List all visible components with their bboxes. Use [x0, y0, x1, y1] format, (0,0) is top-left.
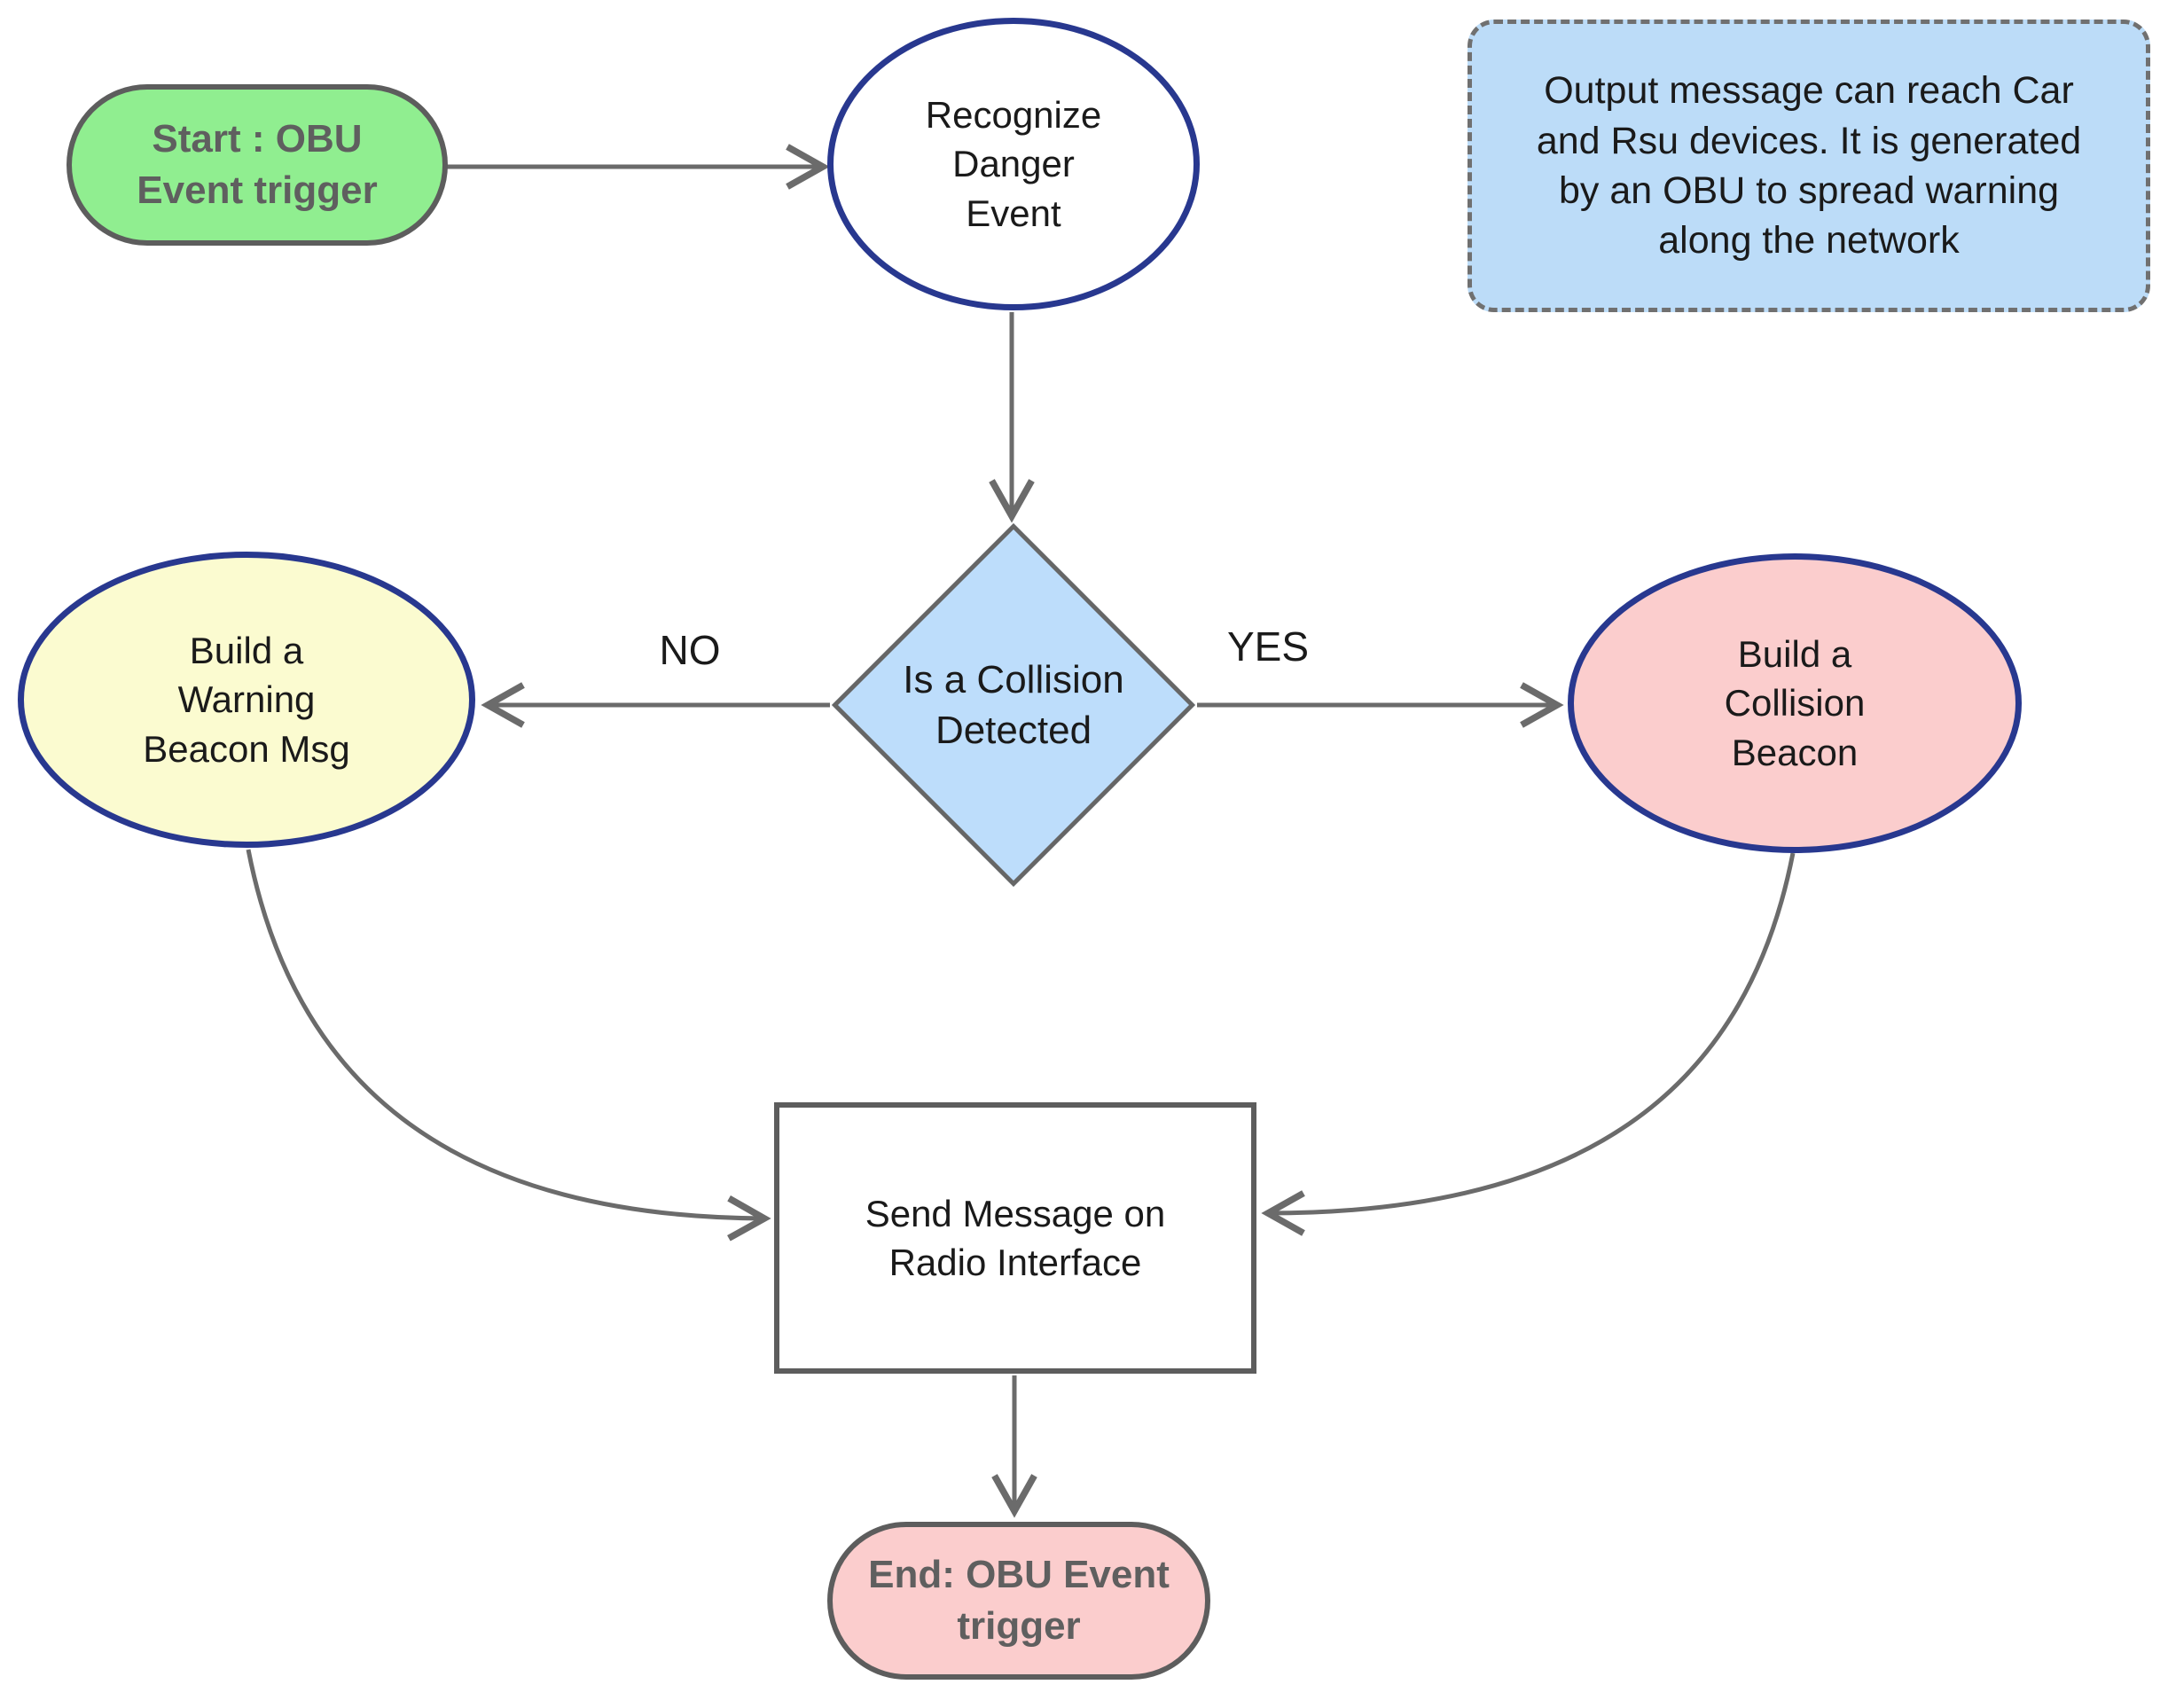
send-message-node: Send Message on Radio Interface — [774, 1102, 1256, 1374]
collision-decision-label: Is a Collision Detected — [903, 657, 1124, 752]
output-message-note: Output message can reach Car and Rsu dev… — [1468, 20, 2150, 312]
edge-label-yes: YES — [1226, 623, 1310, 670]
edge-warning-to-send — [246, 849, 771, 1242]
build-collision-beacon-node: Build a Collision Beacon — [1568, 553, 2022, 853]
edge-collision-to-send — [1261, 852, 1796, 1236]
build-warning-beacon-node: Build a Warning Beacon Msg — [18, 552, 475, 848]
end-node: End: OBU Event trigger — [827, 1522, 1210, 1680]
recognize-danger-event-node: Recognize Danger Event — [827, 18, 1200, 310]
edge-label-no: NO — [659, 627, 721, 673]
start-node: Start : OBU Event trigger — [67, 84, 448, 246]
